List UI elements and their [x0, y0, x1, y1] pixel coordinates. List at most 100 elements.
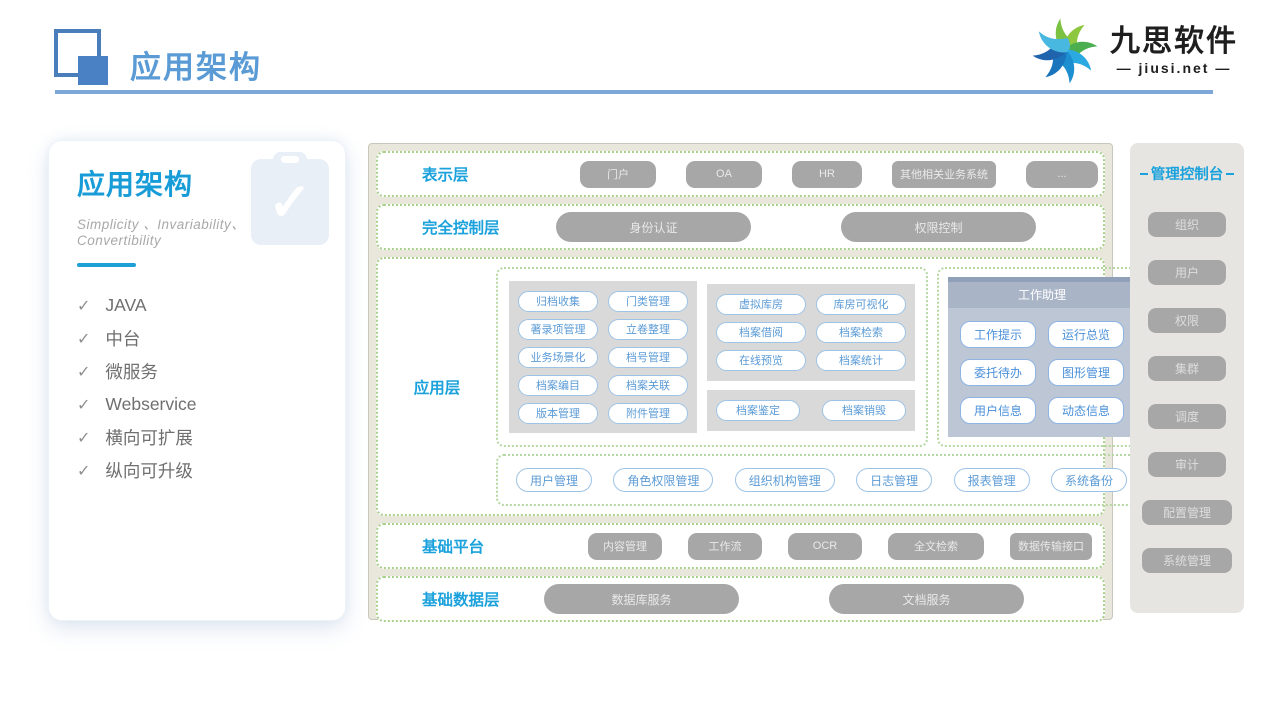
title-squares-icon — [54, 29, 101, 77]
gray-pill: 身份认证 — [556, 212, 751, 242]
header-underline — [55, 90, 1213, 94]
layer-label: 应用层 — [413, 379, 461, 397]
logo-swirl-icon — [1032, 18, 1098, 84]
assistant-button: 委托待办 — [960, 359, 1036, 386]
assistant-title: 工作助理 — [948, 282, 1136, 308]
layer-platform: 基础平台 内容管理 工作流 OCR 全文检索 数据传输接口 — [376, 523, 1105, 569]
gray-pill: 权限控制 — [841, 212, 1036, 242]
console-button: 用户 — [1148, 260, 1226, 285]
module-group-appraisal: 档案鉴定 档案销毁 — [707, 389, 915, 431]
module-pill: 归档收集 — [518, 290, 598, 312]
feature-label: Webservice — [105, 394, 197, 414]
admin-pill: 日志管理 — [856, 468, 933, 492]
module-pill: 著录项管理 — [518, 318, 598, 340]
management-console: 管理控制台 组织 用户 权限 集群 调度 审计 配置管理 系统管理 — [1130, 143, 1244, 613]
admin-row: 用户管理 角色权限管理 组织机构管理 日志管理 报表管理 系统备份 — [496, 454, 1147, 506]
feature-label: 横向可扩展 — [105, 428, 193, 448]
card-subtitle: Simplicity 、Invariability、Convertibility — [77, 217, 246, 248]
gray-pill: 工作流 — [688, 532, 762, 560]
layer-label: 完全控制层 — [422, 220, 500, 237]
console-button: 系统管理 — [1142, 548, 1232, 573]
admin-pill: 报表管理 — [953, 468, 1030, 492]
console-title: 管理控制台 — [1140, 163, 1235, 184]
layer-security: 完全控制层 身份认证 权限控制 — [376, 204, 1105, 250]
module-pill: 在线预览 — [716, 349, 806, 371]
layer-data: 基础数据层 数据库服务 文档服务 — [376, 576, 1105, 622]
module-groups-box: 归档收集 门类管理 著录项管理 立卷整理 业务场景化 档号管理 档案编目 档案关… — [496, 267, 928, 447]
assistant-button: 用户信息 — [960, 397, 1036, 424]
module-pill: 虚拟库房 — [716, 293, 806, 315]
gray-pill: 其他相关业务系统 — [892, 160, 996, 188]
module-pill: 库房可视化 — [816, 293, 906, 315]
gray-pill: 数据传输接口 — [1010, 532, 1092, 560]
feature-label: JAVA — [105, 295, 147, 315]
module-pill: 档案关联 — [608, 374, 688, 396]
admin-pill: 系统备份 — [1050, 468, 1127, 492]
card-title: 应用架构 — [77, 169, 194, 200]
gray-pill: HR — [792, 160, 862, 188]
module-pill: 档案借阅 — [716, 321, 806, 343]
logo-domain: — jiusi.net — — [1116, 60, 1232, 76]
admin-pill: 用户管理 — [516, 468, 593, 492]
assistant-box: 工作助理 工作提示 运行总览 委托待办 图形管理 用户信息 动态信息 — [937, 267, 1147, 447]
check-icon: ✓ — [77, 363, 91, 381]
feature-label: 中台 — [105, 329, 141, 349]
console-button: 集群 — [1148, 356, 1226, 381]
assistant-button: 动态信息 — [1048, 397, 1124, 424]
assistant-button: 工作提示 — [960, 321, 1036, 348]
module-pill: 档号管理 — [608, 346, 688, 368]
check-icon: ✓ — [77, 330, 91, 348]
gray-pill: ... — [1026, 160, 1098, 188]
feature-item: ✓微服务 — [77, 355, 319, 388]
module-pill: 档案检索 — [816, 321, 906, 343]
page-title: 应用架构 — [130, 50, 262, 85]
assistant-button: 图形管理 — [1048, 359, 1124, 386]
gray-pill: 数据库服务 — [544, 584, 739, 614]
admin-pill: 角色权限管理 — [613, 468, 714, 492]
feature-item: ✓ JAVA — [77, 289, 319, 322]
module-pill: 版本管理 — [518, 402, 598, 424]
feature-item: ✓ 横向可扩展 — [77, 421, 319, 454]
layer-label: 表示层 — [422, 167, 469, 184]
module-pill: 附件管理 — [608, 402, 688, 424]
console-button: 调度 — [1148, 404, 1226, 429]
module-group-storage: 虚拟库房 库房可视化 档案借阅 档案检索 在线预览 档案统计 — [707, 283, 915, 381]
assistant-button: 运行总览 — [1048, 321, 1124, 348]
layer-presentation: 表示层 门户 OA HR 其他相关业务系统 ... — [376, 151, 1105, 197]
module-pill: 立卷整理 — [608, 318, 688, 340]
layer-label: 基础数据层 — [422, 592, 500, 609]
gray-pill: OCR — [788, 532, 862, 560]
architecture-diagram: 表示层 门户 OA HR 其他相关业务系统 ... 完全控制层 身份认证 权限控… — [368, 143, 1147, 622]
architecture-card: ✓ 应用架构 Simplicity 、Invariability、Convert… — [48, 140, 346, 621]
feature-item: ✓纵向可升级 — [77, 454, 319, 487]
console-button: 配置管理 — [1142, 500, 1232, 525]
gray-pill: 内容管理 — [588, 532, 662, 560]
module-pill: 业务场景化 — [518, 346, 598, 368]
gray-pill: 全文检索 — [888, 532, 984, 560]
feature-item: ✓ 中台 — [77, 322, 319, 355]
gray-pill: 门户 — [580, 160, 656, 188]
layer-label: 基础平台 — [422, 539, 485, 556]
check-icon: ✓ — [77, 396, 91, 414]
feature-item: ✓ Webservice — [77, 388, 319, 421]
check-icon: ✓ — [77, 297, 91, 315]
clipboard-icon: ✓ — [251, 152, 329, 245]
gray-pill: OA — [686, 160, 762, 188]
console-button: 审计 — [1148, 452, 1226, 477]
module-pill: 档案编目 — [518, 374, 598, 396]
check-icon: ✓ — [77, 462, 91, 480]
logo-name: 九思软件 — [1110, 25, 1238, 58]
card-title-underline — [77, 263, 136, 267]
assistant-panel: 工作助理 工作提示 运行总览 委托待办 图形管理 用户信息 动态信息 — [948, 277, 1136, 437]
feature-list: ✓ JAVA ✓ 中台 ✓微服务 ✓ Webservice ✓ 横向可扩展 ✓纵向可升级 — [77, 289, 319, 487]
check-icon: ✓ — [77, 429, 91, 447]
title-squares-icon-fill — [78, 56, 108, 85]
module-pill: 档案鉴定 — [716, 399, 800, 421]
module-pill: 门类管理 — [608, 290, 688, 312]
layer-application: 应用层 归档收集 门类管理 著录项管理 立卷整理 业务场景化 档号管理 档案编目… — [376, 257, 1147, 516]
module-pill: 档案销毁 — [822, 399, 906, 421]
module-pill: 档案统计 — [816, 349, 906, 371]
admin-pill: 组织机构管理 — [734, 468, 835, 492]
console-button: 权限 — [1148, 308, 1226, 333]
